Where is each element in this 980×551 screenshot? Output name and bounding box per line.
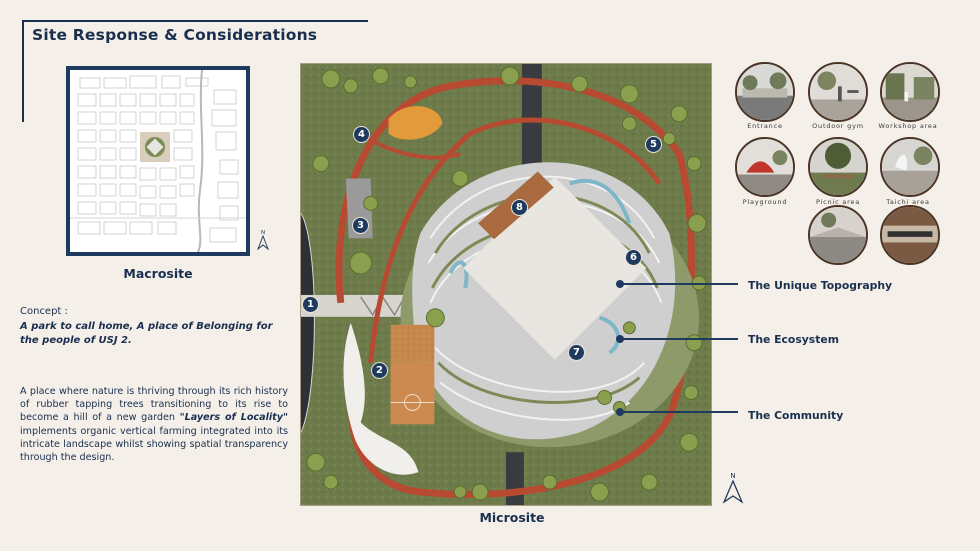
thumb-entrance[interactable] (735, 62, 795, 122)
microsite-plan (300, 63, 712, 506)
thumb-picnic-area[interactable] (808, 137, 868, 197)
macrosite-north-arrow-icon: N (257, 230, 269, 250)
marker-2[interactable]: 2 (371, 362, 388, 379)
marker-4[interactable]: 4 (353, 126, 370, 143)
marker-6[interactable]: 6 (625, 249, 642, 266)
microsite-north-arrow-icon: N (722, 472, 744, 504)
marker-5[interactable]: 5 (645, 136, 662, 153)
macrosite-map (66, 66, 250, 256)
thumb-caption-playground: Playground (742, 198, 788, 206)
thumb-playground[interactable] (735, 137, 795, 197)
thumb-caption-picnic-area: Picnic area (815, 198, 861, 206)
callout-line-topography (620, 283, 738, 285)
concept-description: A place where nature is thriving through… (20, 385, 288, 464)
callout-line-community (620, 411, 738, 413)
macrosite-label: Macrosite (123, 266, 193, 281)
description-before: A place where nature is thriving through… (20, 386, 288, 424)
microsite-label: Microsite (479, 510, 545, 525)
marker-8[interactable]: 8 (511, 199, 528, 216)
thumb-taichi-area[interactable] (880, 137, 940, 197)
title-rule-left (22, 20, 24, 122)
description-emphasis: "Layers of Locality" (179, 412, 288, 424)
thumb-caption-taichi-area: Taichi area (886, 198, 930, 206)
marker-3[interactable]: 3 (352, 217, 369, 234)
callout-ecosystem: The Ecosystem (748, 333, 839, 346)
microsite-north-label: N (730, 472, 735, 480)
concept-label: Concept : (20, 306, 68, 317)
callout-community: The Community (748, 409, 844, 422)
concept-statement: A park to call home, A place of Belongin… (20, 321, 273, 346)
description-after: implements organic vertical farming inte… (20, 425, 288, 464)
marker-1[interactable]: 1 (302, 296, 319, 313)
callout-line-ecosystem (620, 338, 738, 340)
thumb-caption-outdoor-gym: Outdoor gym (812, 122, 864, 130)
page-title: Site Response & Considerations (32, 26, 318, 44)
macrosite-north-label: N (261, 230, 265, 236)
thumb-caption-workshop-area: Workshop area (878, 122, 938, 130)
thumb-extra-1[interactable] (808, 205, 868, 265)
callout-topography: The Unique Topography (748, 279, 893, 292)
thumb-caption-entrance: Entrance (747, 122, 783, 130)
thumb-outdoor-gym[interactable] (808, 62, 868, 122)
thumb-workshop-area[interactable] (880, 62, 940, 122)
thumb-extra-2[interactable] (880, 205, 940, 265)
title-rule-top (22, 20, 368, 22)
marker-7[interactable]: 7 (568, 344, 585, 361)
